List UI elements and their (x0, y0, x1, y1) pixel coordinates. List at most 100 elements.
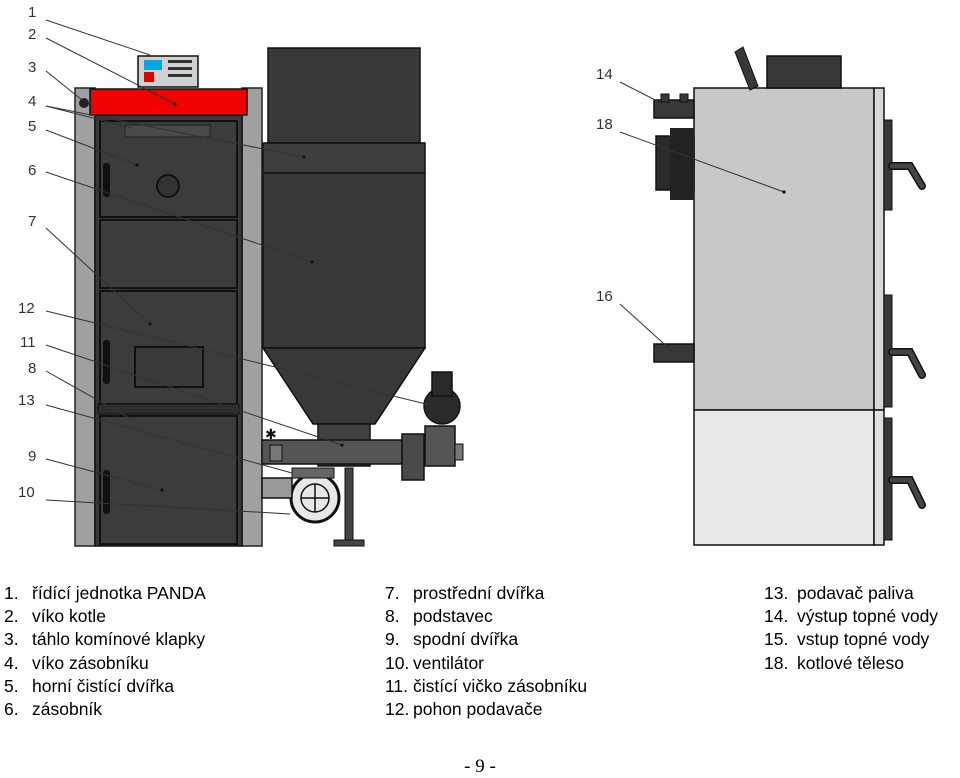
callout-3: 3 (28, 59, 36, 76)
legend-number: 14. (764, 606, 789, 627)
legend-label: vstup topné vody (797, 629, 930, 650)
fuel-feeder (261, 439, 403, 465)
callout-13: 13 (18, 392, 35, 409)
legend-number: 11. (385, 675, 409, 696)
callout-7: 7 (28, 213, 36, 230)
legend-item: 6. zásobník (4, 698, 206, 721)
legend-label: pohon podavače (413, 699, 543, 720)
legend-number: 10. (385, 652, 410, 673)
brand-plate (124, 124, 211, 138)
legend-label: podstavec (413, 606, 493, 627)
legend-label: zásobník (32, 699, 103, 720)
legend-number: 7. (385, 583, 400, 603)
legend-label: horní čistící dvířka (32, 675, 174, 696)
boiler-body-side (693, 87, 875, 411)
right-frame (241, 87, 263, 547)
callout-1: 1 (28, 4, 36, 21)
legend-item: 5. horní čistící dvířka (4, 675, 206, 698)
legend-number: 13. (764, 583, 789, 603)
boiler-side-view (653, 46, 926, 546)
middle-door-window (134, 346, 204, 388)
legend-label: čistící vičko zásobníku (413, 675, 588, 696)
legend-number: 18. (764, 652, 789, 673)
control-logo (144, 72, 154, 82)
legend-item: 13. podavač paliva (764, 582, 938, 605)
legend-number: 12. (385, 699, 410, 720)
legend-label: výstup topné vody (797, 606, 939, 627)
middle-door (99, 219, 238, 289)
chimney-damper-knob (79, 98, 89, 108)
lower-door (99, 415, 238, 545)
leader-lines (45, 19, 785, 515)
fuel-hopper: ✱ (261, 47, 464, 547)
legend-item: 7. prostřední dvířka (385, 582, 587, 605)
legend-item: 10.ventilátor (385, 652, 587, 675)
legend-column-1: 1. řídící jednotka PANDA 2. víko kotle 3. t… (4, 582, 206, 721)
legend-item: 15. vstup topné vody (764, 628, 938, 651)
legend-item: 14. výstup topné vody (764, 605, 938, 628)
legend-number: 2. (4, 606, 19, 627)
legend-label: táhlo komínové klapky (32, 629, 206, 650)
legend-column-2: 7. prostřední dvířka 8. podstavec 9. spodní… (385, 582, 587, 721)
boiler-diagram: ✱ (18, 4, 926, 547)
callout-14: 14 (596, 66, 613, 83)
legend-item: 9. spodní dvířka (385, 628, 587, 651)
hopper-body (262, 172, 426, 349)
control-display (144, 60, 162, 70)
legend-item: 3. táhlo komínové klapky (4, 628, 206, 651)
lower-door-handle (103, 470, 110, 514)
callout-12: 12 (18, 300, 35, 317)
callout-5: 5 (28, 118, 36, 135)
boiler-base-side (693, 409, 875, 546)
callout-9: 9 (28, 448, 36, 465)
legend-number: 8. (385, 606, 400, 627)
legend-label: řídící jednotka PANDA (32, 583, 206, 603)
legend-label: prostřední dvířka (413, 583, 545, 603)
legend-label: spodní dvířka (413, 629, 519, 650)
legend-number: 1. (4, 583, 19, 603)
svg-text:✱: ✱ (265, 427, 277, 443)
control-unit-side (766, 55, 842, 89)
legend-label: podavač paliva (797, 583, 914, 603)
chimney-rod-side (734, 46, 759, 91)
legend-number: 6. (4, 699, 19, 720)
callout-10: 10 (18, 484, 35, 501)
legend-label: kotlové těleso (797, 652, 905, 673)
boiler-lid-red (89, 88, 248, 116)
legend-item: 12.pohon podavače (385, 698, 587, 721)
callout-18: 18 (596, 116, 613, 133)
legend-number: 5. (4, 675, 19, 696)
legend-number: 4. (4, 652, 19, 673)
callout-2: 2 (28, 26, 36, 43)
callout-11: 11 (20, 334, 36, 351)
callout-6: 6 (28, 162, 36, 179)
feeder-stand (344, 467, 354, 544)
legend-number: 15. (764, 629, 789, 650)
callout-8: 8 (28, 360, 36, 377)
hopper-funnel (261, 347, 427, 425)
page-number: - 9 - (464, 756, 496, 777)
inspection-hole (156, 174, 180, 198)
callout-labels: 1 2 3 4 5 6 7 12 11 8 13 9 10 14 18 16 (18, 4, 613, 501)
legend-item: 8. podstavec (385, 605, 587, 628)
legend-label: ventilátor (413, 652, 485, 673)
leader-dots (135, 102, 786, 492)
legend-label: víko kotle (32, 606, 106, 627)
hopper-lid (267, 47, 421, 144)
upper-door-handle (103, 163, 110, 197)
legend-item: 2. víko kotle (4, 605, 206, 628)
boiler-front-view (74, 55, 263, 547)
legend-item: 1. řídící jednotka PANDA (4, 582, 206, 605)
legend-item: 11.čistící vičko zásobníku (385, 675, 587, 698)
left-frame (74, 87, 96, 547)
legend-number: 9. (385, 629, 400, 650)
callout-16: 16 (596, 288, 613, 305)
middle-door-handle (103, 340, 110, 384)
legend-number: 3. (4, 629, 19, 650)
hopper-upper-band (262, 142, 426, 174)
legend-label: víko zásobníku (32, 652, 149, 673)
legend-item: 18. kotlové těleso (764, 652, 938, 675)
legend-item: 4. víko zásobníku (4, 652, 206, 675)
callout-4: 4 (28, 93, 36, 110)
legend-column-3: 13. podavač paliva 14. výstup topné vody 1… (764, 582, 938, 675)
